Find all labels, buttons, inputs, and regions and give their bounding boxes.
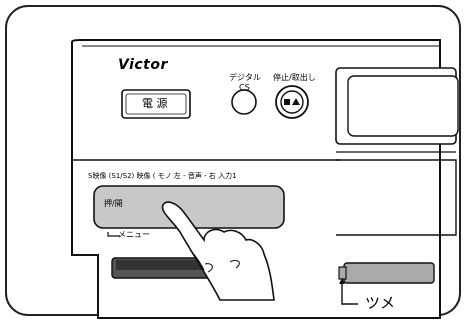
tab-arrow-icon bbox=[339, 278, 345, 284]
digital-cs-label-line1: デジタル bbox=[229, 73, 261, 82]
power-button[interactable] bbox=[121, 89, 191, 119]
power-button-inner bbox=[125, 93, 187, 115]
stop-eject-label: 停止/取出し bbox=[273, 73, 316, 82]
flap-label: 押/開 bbox=[104, 199, 123, 208]
tab-leader-line bbox=[341, 282, 358, 305]
digital-cs-button[interactable] bbox=[231, 89, 257, 115]
digital-cs-label-line2: CS bbox=[239, 83, 250, 92]
cassette-door-inner bbox=[347, 75, 459, 137]
stop-eject-icon bbox=[284, 98, 300, 105]
lower-panel bbox=[336, 159, 457, 236]
menu-bracket bbox=[107, 232, 120, 237]
finger-knuckle-line bbox=[204, 263, 213, 273]
tab-callout-label: ツメ bbox=[365, 294, 396, 312]
brand-logo: Victor bbox=[118, 57, 168, 73]
tab-notch bbox=[338, 266, 347, 280]
tab-part bbox=[343, 262, 435, 284]
stop-eject-button-inner bbox=[280, 90, 304, 114]
vcr-foot-shade bbox=[116, 260, 246, 270]
input-terminal-label: S映像 (S1/S2) 映像 ( モノ 左 - 音声 - 右 入力1 bbox=[88, 172, 237, 180]
finger-crease bbox=[189, 249, 205, 271]
pointing-finger bbox=[161, 201, 275, 301]
power-button-label: 電 源 bbox=[142, 97, 168, 110]
finger-knuckle-line-2 bbox=[229, 259, 240, 269]
flap-sub-label: メニュー bbox=[118, 230, 150, 239]
